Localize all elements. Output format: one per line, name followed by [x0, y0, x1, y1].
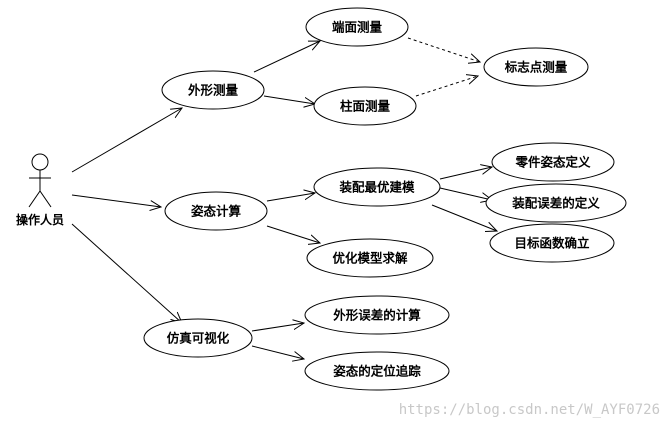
- use-case-label: 零件姿态定义: [514, 155, 591, 170]
- use-case-shape: 外形测量: [161, 70, 265, 110]
- assoc-actor-sim: [71, 223, 182, 323]
- use-case-cylinder: 柱面测量: [313, 86, 417, 126]
- assoc-posture-assembly: [266, 193, 315, 202]
- use-case-asm-error: 装配误差的定义: [485, 183, 627, 223]
- assoc-shape-endface: [253, 41, 320, 73]
- associations: [71, 41, 497, 359]
- actor-right-leg: [39, 190, 52, 208]
- assoc-assembly-partdef: [439, 167, 492, 180]
- use-case-label: 端面测量: [332, 20, 383, 35]
- use-case-label: 目标函数确立: [514, 236, 590, 251]
- use-case-end-face: 端面测量: [305, 7, 409, 47]
- assoc-actor-posture: [71, 194, 161, 207]
- watermark: https://blog.csdn.net/W_AYF0726: [399, 402, 660, 418]
- use-case-shape-err: 外形误差的计算: [304, 295, 450, 335]
- use-case-marker: 标志点测量: [483, 47, 589, 87]
- actor-head: [31, 153, 49, 171]
- use-case-optimize: 优化模型求解: [306, 238, 434, 278]
- use-case-part-def: 零件姿态定义: [491, 142, 615, 182]
- use-case-label: 姿态计算: [191, 204, 242, 219]
- dep-endface-marker: [407, 37, 480, 62]
- use-case-assembly: 装配最优建模: [313, 167, 441, 207]
- use-case-label: 优化模型求解: [332, 251, 408, 266]
- dependencies: [407, 37, 480, 97]
- assoc-assembly-objective: [431, 204, 497, 231]
- use-case-label: 姿态的定位追踪: [333, 364, 421, 379]
- actor-label: 操作人员: [16, 212, 64, 227]
- assoc-shape-cylinder: [263, 95, 315, 104]
- assoc-posture-optimize: [266, 225, 320, 243]
- actor-left-leg: [28, 190, 41, 208]
- dep-cylinder-marker: [415, 76, 478, 97]
- assoc-sim-shapeerr: [251, 323, 304, 332]
- use-case-tracking: 姿态的定位追踪: [304, 351, 450, 391]
- assoc-sim-tracking: [251, 345, 304, 359]
- use-case-sim: 仿真可视化: [143, 318, 253, 358]
- use-case-label: 装配误差的定义: [511, 196, 600, 211]
- assoc-actor-shape: [71, 108, 182, 173]
- use-case-label: 外形误差的计算: [332, 308, 421, 323]
- use-case-label: 标志点测量: [504, 60, 568, 75]
- use-case-label: 外形测量: [187, 83, 239, 98]
- actor: 操作人员: [16, 153, 64, 227]
- use-case-label: 柱面测量: [340, 99, 391, 114]
- assoc-assembly-asmerror: [439, 187, 492, 200]
- use-case-objective: 目标函数确立: [489, 223, 615, 263]
- use-case-posture: 姿态计算: [164, 191, 268, 231]
- use-case-label: 仿真可视化: [167, 331, 230, 346]
- use-case-label: 装配最优建模: [338, 180, 415, 195]
